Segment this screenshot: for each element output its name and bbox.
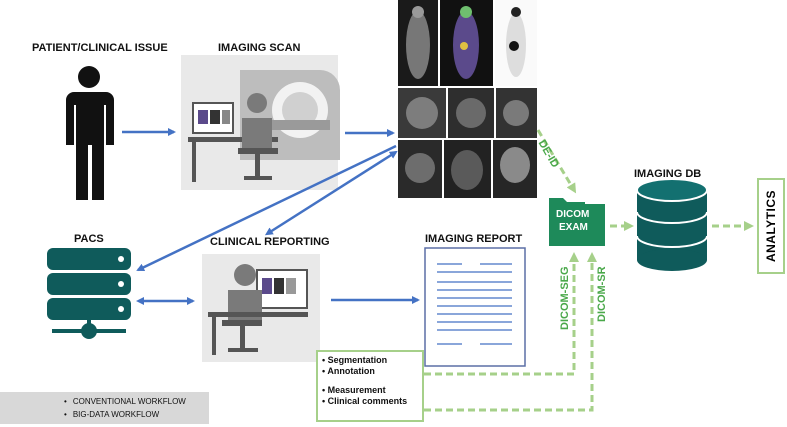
- imaging-db-label: IMAGING DB: [634, 168, 702, 180]
- dicom-exam-line2: EXAM: [559, 222, 588, 233]
- dicom-seg-label: DICOM-SEG: [559, 266, 571, 330]
- notes-item: • Segmentation: [322, 355, 388, 365]
- legend-conventional: •CONVENTIONAL WORKFLOW: [64, 396, 186, 406]
- conventional-arrows: [122, 128, 420, 305]
- analytics-box: ANALYTICS: [757, 178, 785, 274]
- legend: •CONVENTIONAL WORKFLOW •BIG-DATA WORKFLO…: [0, 392, 209, 424]
- dicom-exam-line1: DICOM: [556, 209, 590, 220]
- notes-item: • Clinical comments: [322, 396, 408, 406]
- notes-item: • Measurement: [322, 385, 386, 395]
- imaging-report-document: [424, 247, 526, 367]
- annotation-notes-box: • Segmentation • Annotation • Measuremen…: [316, 350, 424, 422]
- notes-item: • Annotation: [322, 366, 375, 376]
- pacs-server-icon: [47, 248, 131, 339]
- patient-icon: [66, 66, 114, 200]
- clinical-reporting-label: CLINICAL REPORTING: [210, 236, 330, 248]
- imaging-scan-label: IMAGING SCAN: [218, 42, 301, 54]
- legend-bigdata: •BIG-DATA WORKFLOW: [64, 409, 160, 419]
- imaging-report-label: IMAGING REPORT: [425, 233, 523, 245]
- dicom-exam-folder-icon: [549, 198, 605, 246]
- bigdata-arrows: [424, 129, 754, 412]
- pacs-label: PACS: [74, 233, 104, 245]
- medical-images: [398, 0, 537, 198]
- imaging-scan-illustration: [181, 55, 340, 190]
- imaging-db-icon: [636, 178, 708, 271]
- patient-label: PATIENT/CLINICAL ISSUE: [32, 42, 168, 54]
- analytics-label: ANALYTICS: [764, 189, 778, 263]
- dicom-sr-label: DICOM-SR: [596, 266, 608, 322]
- clinical-reporting-illustration: [202, 254, 320, 362]
